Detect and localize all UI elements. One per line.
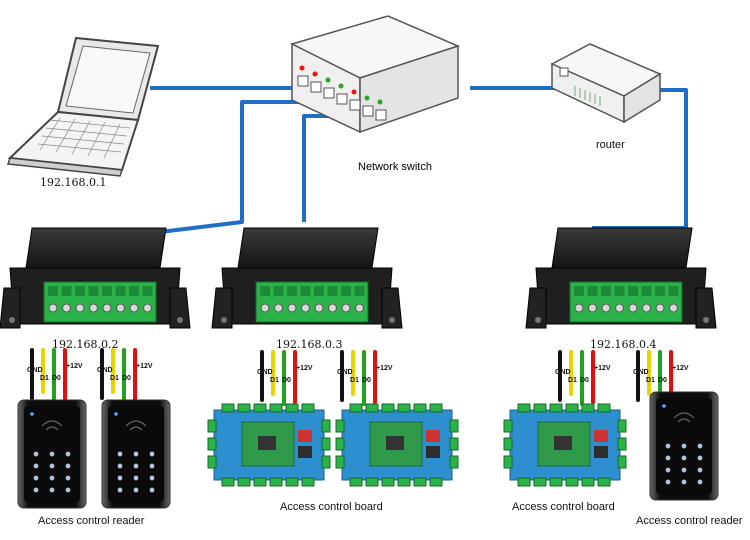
switch-label: Network switch	[358, 161, 432, 173]
readers-group	[17, 391, 719, 509]
wire-label-d1: D1	[40, 375, 49, 382]
wire-label-gnd: GND	[27, 367, 43, 374]
router-icon	[550, 43, 662, 124]
wire-label-12v: +12V	[376, 365, 393, 372]
cable-switch-controller-left	[159, 100, 320, 234]
wire-label-gnd: GND	[633, 369, 649, 376]
reader-right-icon	[649, 391, 719, 501]
caption-reader-right: Access control reader	[636, 515, 743, 527]
caption-board-middle: Access control board	[280, 501, 383, 513]
board-middle-1-icon	[207, 403, 331, 487]
network-switch-icon	[289, 15, 461, 134]
controller-right-icon	[525, 227, 717, 329]
controller-left-icon	[0, 227, 191, 329]
wire-label-d0: D0	[362, 377, 371, 384]
wire-label-12v: +12V	[296, 365, 313, 372]
wire-label-d1: D1	[646, 377, 655, 384]
wire-label-12v: +12V	[594, 365, 611, 372]
controllers-group	[0, 227, 717, 329]
wire-label-d0: D0	[52, 375, 61, 382]
cable-switch-controller-middle	[302, 114, 330, 222]
wire-label-d1: D1	[110, 375, 119, 382]
wire-label-gnd: GND	[97, 367, 113, 374]
board-right-icon	[503, 403, 627, 487]
wire-label-gnd: GND	[555, 369, 571, 376]
laptop-ip-label: 192.168.0.1	[40, 176, 106, 189]
wire-label-d0: D0	[658, 377, 667, 384]
boards-group	[207, 403, 627, 487]
wire-label-12v: +12V	[66, 363, 83, 370]
wire-label-d0: D0	[580, 377, 589, 384]
caption-board-right: Access control board	[512, 501, 615, 513]
laptop-icon	[6, 36, 160, 177]
router-label: router	[596, 139, 625, 151]
wire-label-d1: D1	[350, 377, 359, 384]
wire-label-d0: D0	[122, 375, 131, 382]
controller-ip-middle: 192.168.0.3	[276, 338, 342, 351]
wire-label-d0: D0	[282, 377, 291, 384]
wire-label-12v: +12V	[672, 365, 689, 372]
controller-ip-right: 192.168.0.4	[590, 338, 656, 351]
wire-label-gnd: GND	[257, 369, 273, 376]
controller-middle-icon	[211, 227, 403, 329]
wire-label-d1: D1	[568, 377, 577, 384]
wire-label-gnd: GND	[337, 369, 353, 376]
reader-left-1-icon	[17, 399, 87, 509]
wire-label-d1: D1	[270, 377, 279, 384]
reader-left-2-icon	[101, 399, 171, 509]
board-middle-2-icon	[335, 403, 459, 487]
controller-ip-left: 192.168.0.2	[52, 338, 118, 351]
caption-reader-left: Access control reader	[38, 515, 145, 527]
wire-label-12v: +12V	[136, 363, 153, 370]
